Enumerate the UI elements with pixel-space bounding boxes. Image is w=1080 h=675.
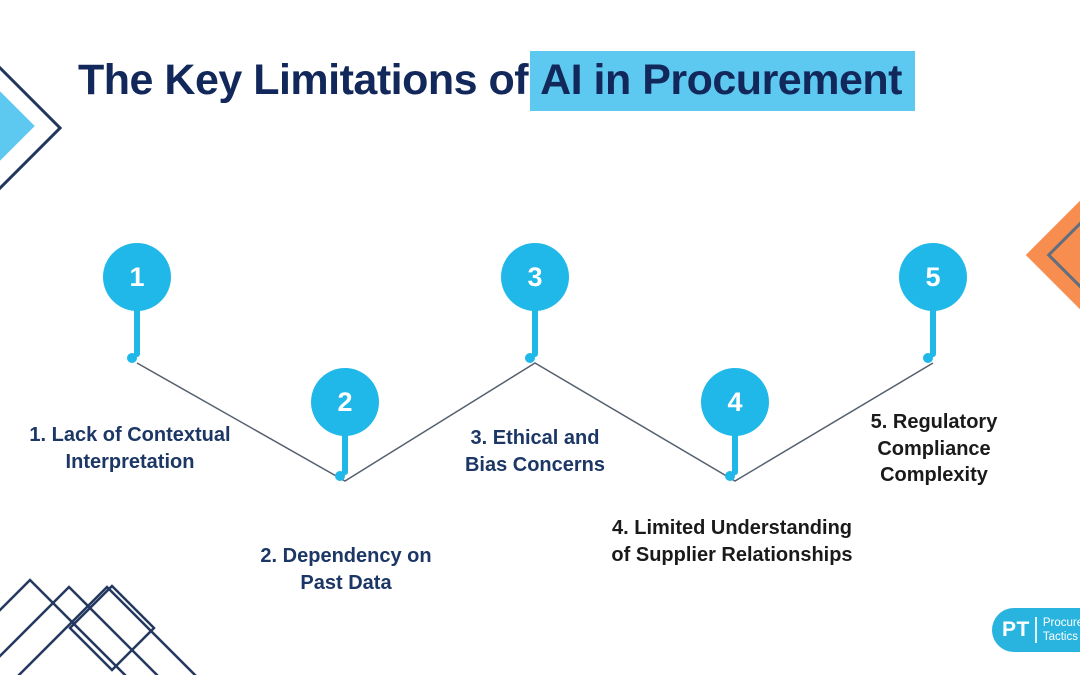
timeline-dot-4 bbox=[725, 471, 735, 481]
timeline-stem-2 bbox=[342, 402, 348, 475]
timeline-dot-3 bbox=[525, 353, 535, 363]
bubble-number-5: 5 bbox=[925, 261, 941, 292]
page-title-plain: The Key Limitations of bbox=[78, 56, 529, 104]
brand-logo-name-line2: Tactics bbox=[1042, 631, 1078, 643]
page-title-highlight: AI in Procurement bbox=[530, 51, 915, 111]
timeline-dot-2 bbox=[335, 471, 345, 481]
bubble-number-2: 2 bbox=[337, 386, 353, 417]
timeline-label-3: 3. Ethical and Bias Concerns bbox=[464, 427, 606, 476]
brand-logo-abbr: PT bbox=[1002, 618, 1030, 641]
timeline-stem-5 bbox=[930, 277, 936, 357]
brand-logo-divider bbox=[1034, 617, 1037, 643]
timeline-bubble-4: 4 bbox=[701, 368, 769, 436]
timeline-stem-4 bbox=[732, 402, 738, 475]
timeline-bubble-1: 1 bbox=[103, 243, 171, 311]
timeline-bubble-3: 3 bbox=[501, 243, 569, 311]
bubble-number-4: 4 bbox=[727, 386, 743, 417]
timeline-label-4: 4. Limited Understanding of Supplier Rel… bbox=[611, 517, 853, 566]
timeline-bubble-2: 2 bbox=[311, 368, 379, 436]
timeline-bubble-5: 5 bbox=[899, 243, 967, 311]
brand-logo-name-line1: Procurement bbox=[1042, 617, 1080, 629]
brand-logo-name: Procurement Tactics bbox=[1043, 616, 1080, 644]
timeline-label-5: 5. Regulatory Compliance Complexity bbox=[870, 411, 998, 486]
bubble-number-3: 3 bbox=[527, 261, 543, 292]
timeline-label-1: 1. Lack of Contextual Interpretation bbox=[29, 424, 231, 473]
timeline-dot-5 bbox=[923, 353, 933, 363]
timeline-dot-1 bbox=[127, 353, 137, 363]
bubble-number-1: 1 bbox=[129, 261, 145, 292]
brand-logo: PT Procurement Tactics bbox=[992, 608, 1080, 652]
timeline-stem-3 bbox=[532, 277, 538, 357]
timeline-label-2: 2. Dependency on Past Data bbox=[260, 545, 432, 594]
timeline-stem-1 bbox=[134, 277, 140, 357]
